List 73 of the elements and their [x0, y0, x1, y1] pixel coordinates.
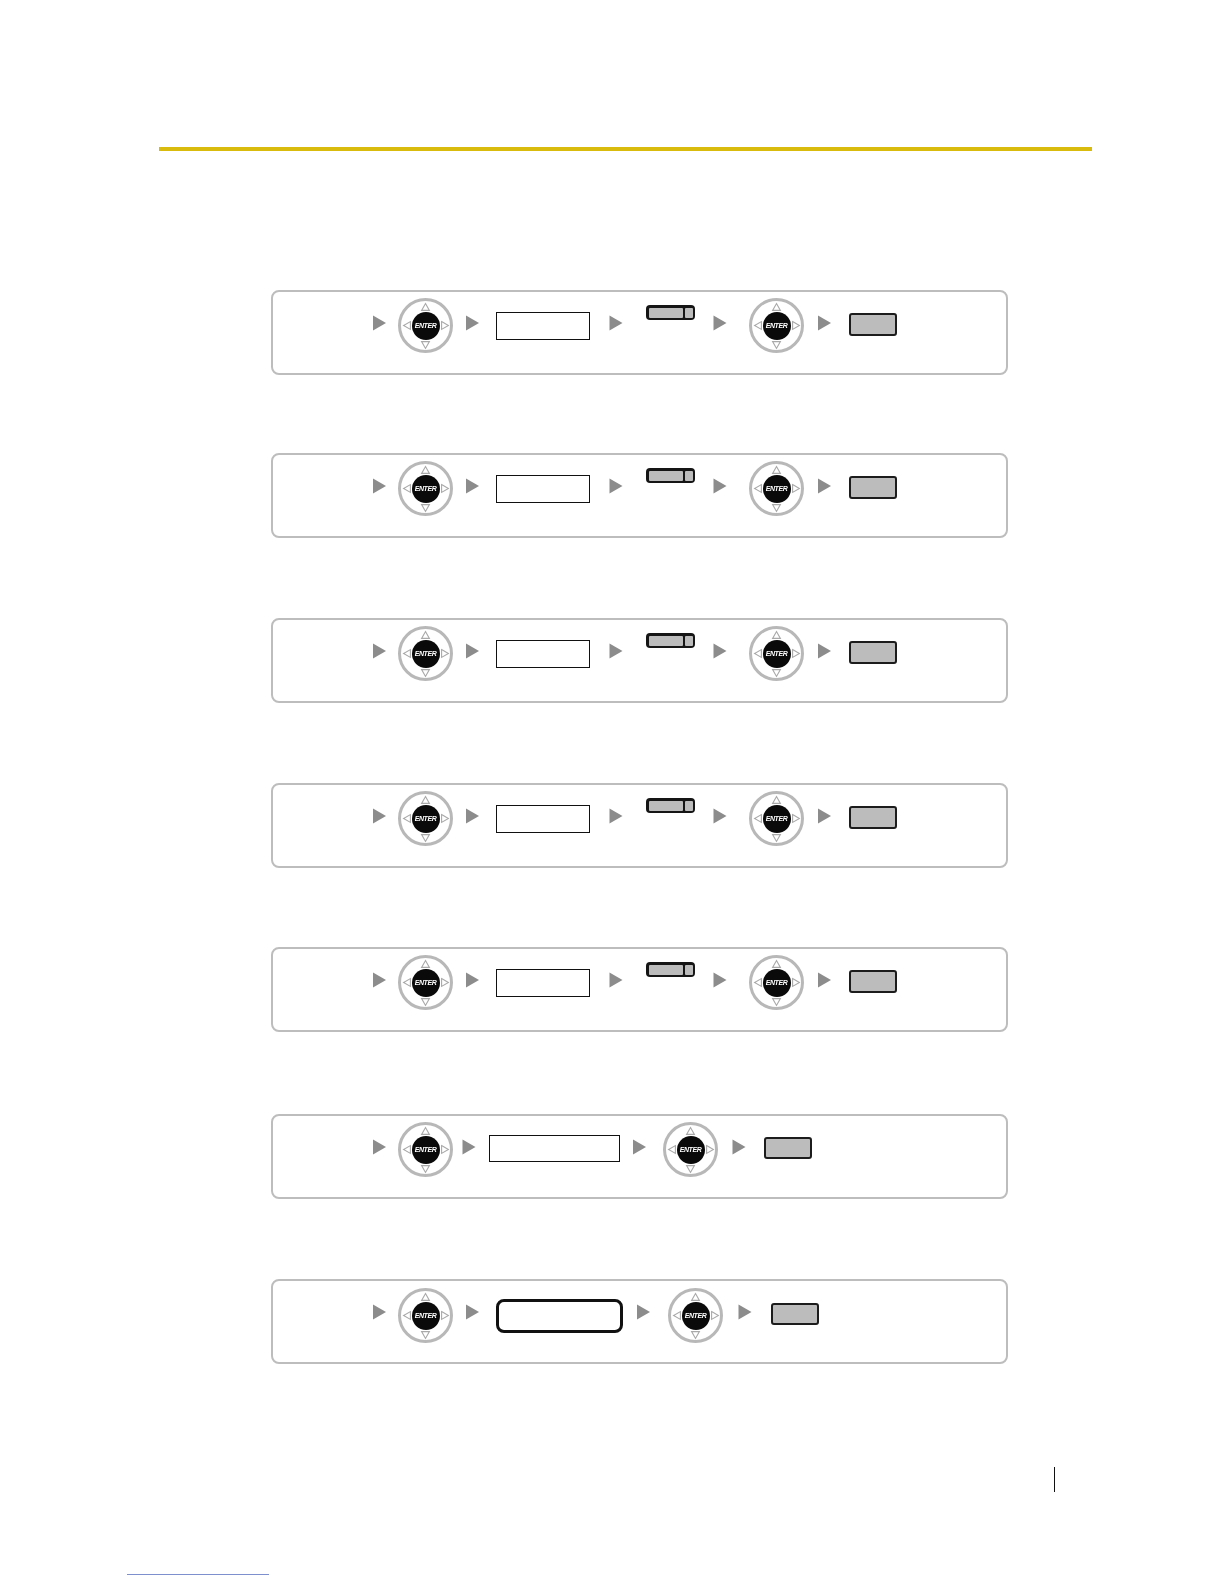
arrow — [713, 643, 727, 659]
display-screen — [496, 312, 590, 340]
key-button — [849, 641, 897, 664]
arrow — [818, 315, 831, 331]
step-panel — [271, 618, 1008, 703]
navigation-key — [398, 1122, 453, 1177]
arrow — [637, 1304, 650, 1320]
arrow — [373, 478, 386, 494]
step-panel — [271, 1114, 1008, 1199]
arrow — [818, 643, 831, 659]
arrow — [373, 315, 386, 331]
arrow — [818, 478, 831, 494]
navigation-key — [398, 298, 453, 353]
step-panel — [271, 1279, 1008, 1364]
arrow — [466, 808, 479, 824]
arrow — [713, 808, 727, 824]
soft-key — [646, 305, 695, 320]
arrow — [713, 478, 727, 494]
key-button — [771, 1303, 819, 1325]
step-panel — [271, 453, 1008, 538]
arrow — [609, 643, 623, 659]
navigation-key — [398, 955, 453, 1010]
soft-key — [646, 633, 695, 648]
arrow — [732, 1139, 746, 1155]
arrow — [818, 808, 831, 824]
navigation-key — [398, 461, 453, 516]
step-panel — [271, 290, 1008, 375]
display-screen — [496, 1299, 623, 1333]
arrow — [609, 808, 623, 824]
display-screen — [489, 1135, 620, 1162]
key-button — [849, 970, 897, 993]
key-button — [849, 806, 897, 829]
navigation-key — [663, 1122, 718, 1177]
navigation-key — [398, 791, 453, 846]
arrow — [373, 808, 386, 824]
arrow — [373, 1139, 386, 1155]
arrow — [738, 1304, 752, 1320]
navigation-key — [749, 791, 804, 846]
arrow — [373, 643, 386, 659]
arrow — [466, 315, 479, 331]
soft-key — [646, 468, 695, 483]
navigation-key — [668, 1288, 723, 1343]
navigation-key — [398, 626, 453, 681]
key-button — [849, 476, 897, 499]
navigation-key — [749, 298, 804, 353]
arrow — [609, 972, 623, 988]
step-panel — [271, 947, 1008, 1032]
step-panel — [271, 783, 1008, 868]
soft-key — [646, 962, 695, 977]
arrow — [633, 1139, 646, 1155]
soft-key — [646, 798, 695, 813]
arrow — [713, 315, 727, 331]
display-screen — [496, 640, 590, 668]
arrow — [462, 1139, 476, 1155]
display-screen — [496, 475, 590, 503]
arrow — [609, 478, 623, 494]
arrow — [609, 315, 623, 331]
arrow — [373, 972, 386, 988]
arrow — [713, 972, 727, 988]
arrow — [466, 1304, 479, 1320]
navigation-key — [749, 955, 804, 1010]
arrow — [373, 1304, 386, 1320]
display-screen — [496, 805, 590, 833]
navigation-key — [749, 626, 804, 681]
navigation-key — [398, 1288, 453, 1343]
arrow — [818, 972, 831, 988]
key-button — [849, 313, 897, 336]
key-button — [764, 1137, 812, 1159]
arrow — [466, 643, 479, 659]
arrow — [466, 972, 479, 988]
navigation-key — [749, 461, 804, 516]
arrow — [466, 478, 479, 494]
display-screen — [496, 969, 590, 997]
